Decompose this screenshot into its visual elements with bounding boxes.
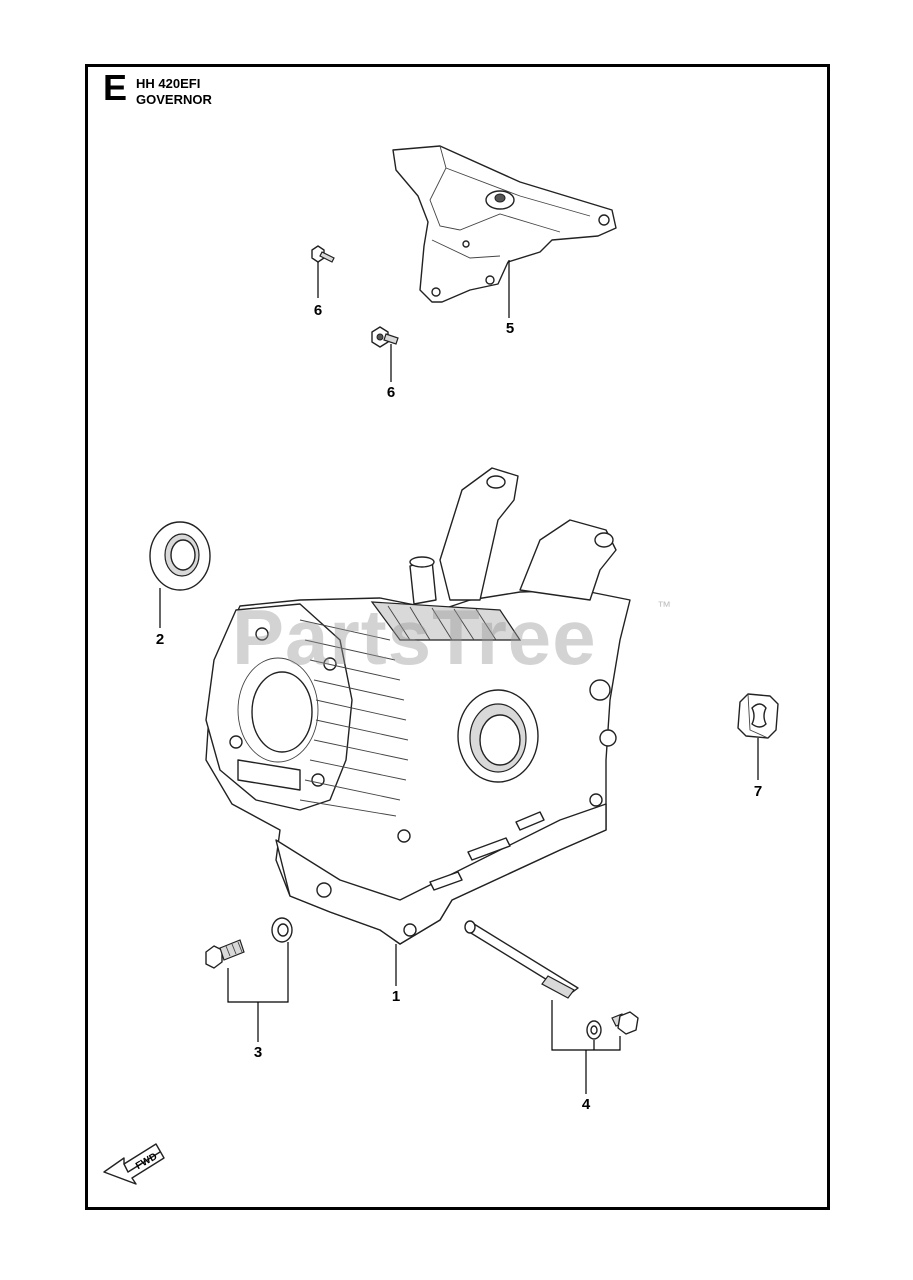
fwd-arrow-icon: FWD <box>103 1143 165 1185</box>
part-4-bolt[interactable] <box>611 1011 639 1035</box>
part-7-grommet[interactable] <box>737 693 779 739</box>
watermark-trademark: ™ <box>657 598 671 614</box>
part-2-oil-seal[interactable] <box>149 521 211 591</box>
part-1-crankcase[interactable] <box>205 467 631 945</box>
leader-3 <box>227 942 289 1042</box>
diagram-frame <box>85 64 830 1210</box>
callout-5[interactable]: 5 <box>505 320 515 337</box>
part-6-bolt-lower[interactable] <box>371 326 399 348</box>
callout-4[interactable]: 4 <box>581 1096 591 1113</box>
callout-6-lower[interactable]: 6 <box>386 384 396 401</box>
part-5-bracket[interactable] <box>392 145 617 303</box>
callout-6-upper[interactable]: 6 <box>313 302 323 319</box>
callout-7[interactable]: 7 <box>753 783 763 800</box>
callout-3[interactable]: 3 <box>253 1044 263 1061</box>
watermark: PartsTree <box>232 593 597 681</box>
leader-4 <box>551 1000 621 1094</box>
callout-2[interactable]: 2 <box>155 631 165 648</box>
part-4-governor-shaft[interactable] <box>464 920 579 999</box>
part-6-bolt-upper[interactable] <box>311 245 335 263</box>
callout-1[interactable]: 1 <box>391 988 401 1005</box>
assembly-title: GOVERNOR <box>136 92 212 107</box>
part-4-washer[interactable] <box>586 1020 602 1040</box>
model-title: HH 420EFI <box>136 76 201 91</box>
part-3-drain-plug[interactable] <box>205 939 245 969</box>
part-3-washer[interactable] <box>271 917 293 943</box>
section-letter: E <box>103 67 128 108</box>
